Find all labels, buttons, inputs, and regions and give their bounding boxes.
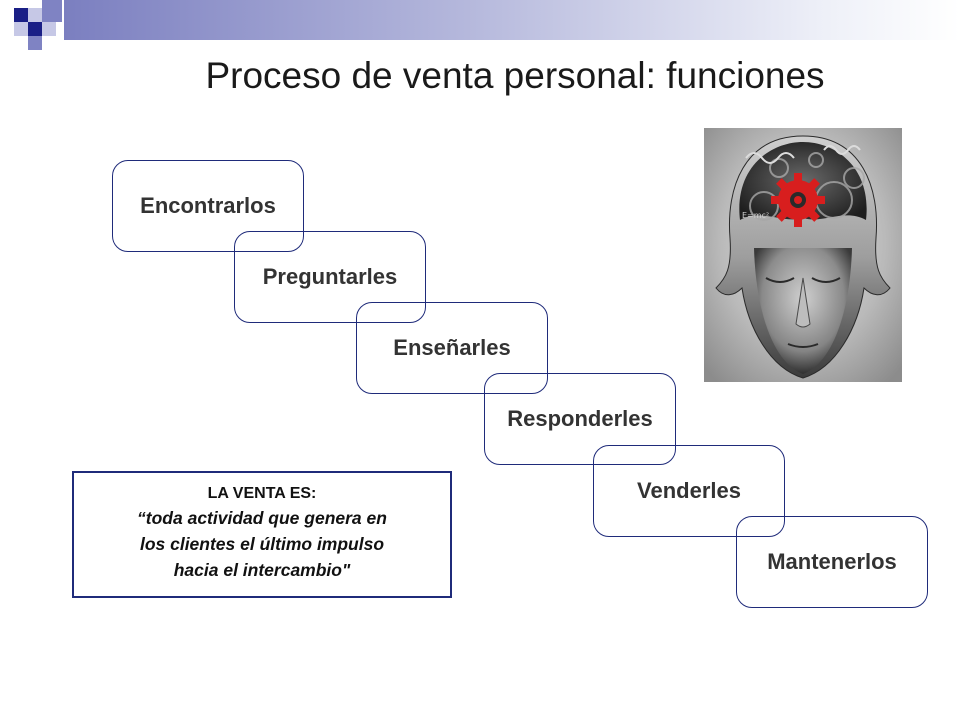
formula-text: E=mc²	[742, 211, 769, 220]
header-square-navy-1	[14, 8, 28, 22]
definition-quote-line-3: hacia el intercambio"	[173, 560, 351, 580]
definition-quote-line-1: “toda actividad que genera en	[137, 508, 387, 528]
definition-box: LA VENTA ES: “toda actividad que genera …	[72, 471, 452, 598]
step-mantenerlos: Mantenerlos	[736, 516, 928, 608]
header-gradient-band	[64, 0, 960, 40]
header-square-mid-2	[28, 36, 42, 50]
head-gears-illustration: E=mc²	[704, 128, 902, 382]
slide-title: Proceso de venta personal: funciones	[205, 55, 825, 96]
definition-heading: LA VENTA ES:	[207, 485, 317, 502]
header-square-light-2	[14, 22, 28, 36]
header-square-light-3	[42, 22, 56, 36]
step-ensenarles: Enseñarles	[356, 302, 548, 394]
header-square-navy-2	[28, 22, 42, 36]
header-square-mid-1	[42, 0, 62, 22]
head-gears-image: E=mc²	[704, 128, 902, 382]
step-responderles: Responderles	[484, 373, 676, 465]
step-preguntarles: Preguntarles	[234, 231, 426, 323]
header-square-light-1	[28, 8, 42, 22]
step-encontrarlos: Encontrarlos	[112, 160, 304, 252]
definition-quote-line-2: los clientes el último impulso	[139, 534, 385, 554]
step-venderles: Venderles	[593, 445, 785, 537]
